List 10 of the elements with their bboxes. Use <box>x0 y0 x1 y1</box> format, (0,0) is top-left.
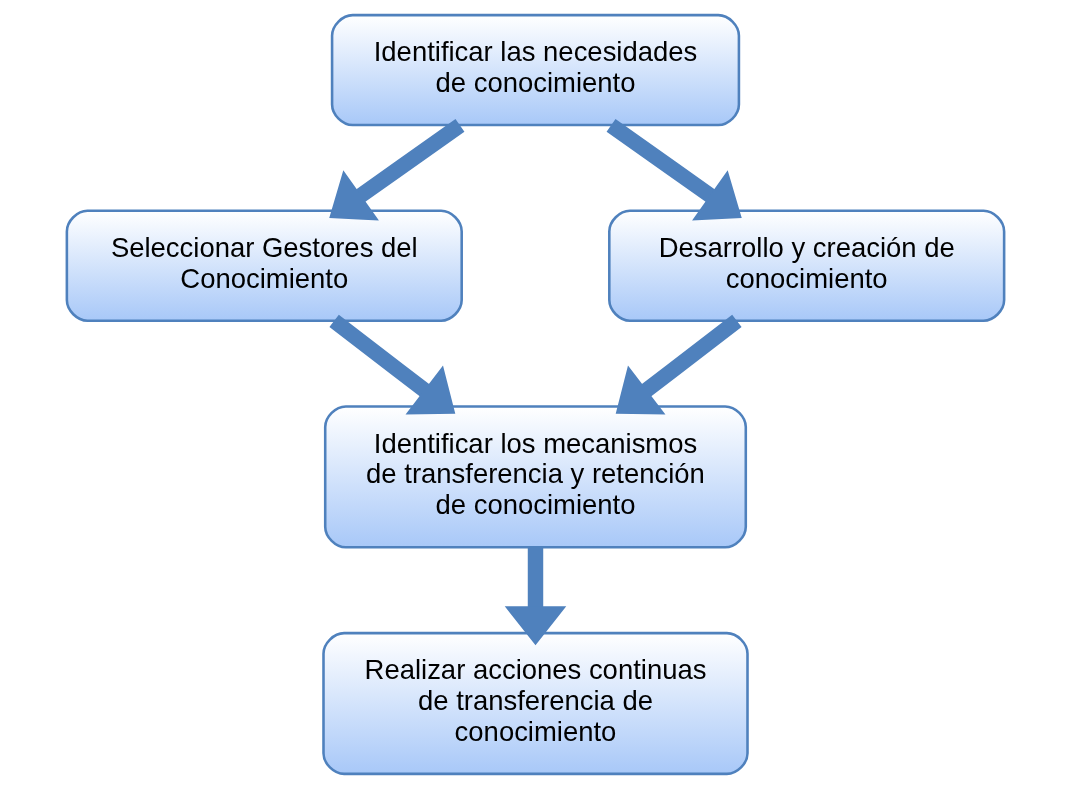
node-box: Desarrollo y creación de conocimiento <box>607 209 1005 322</box>
arrow <box>328 119 464 221</box>
arrow <box>328 314 455 415</box>
arrow <box>504 547 566 646</box>
node-box: Seleccionar Gestores del Conocimiento <box>65 209 463 322</box>
arrow <box>606 119 742 221</box>
node-box: Identificar las necesidades de conocimiento <box>330 13 740 127</box>
node-box: Realizar acciones continuas de transferencia de conocimiento <box>321 631 749 776</box>
arrow <box>615 314 742 415</box>
node-box: Identificar los mecanismos de transferencia y retención de conocimiento <box>323 405 747 549</box>
